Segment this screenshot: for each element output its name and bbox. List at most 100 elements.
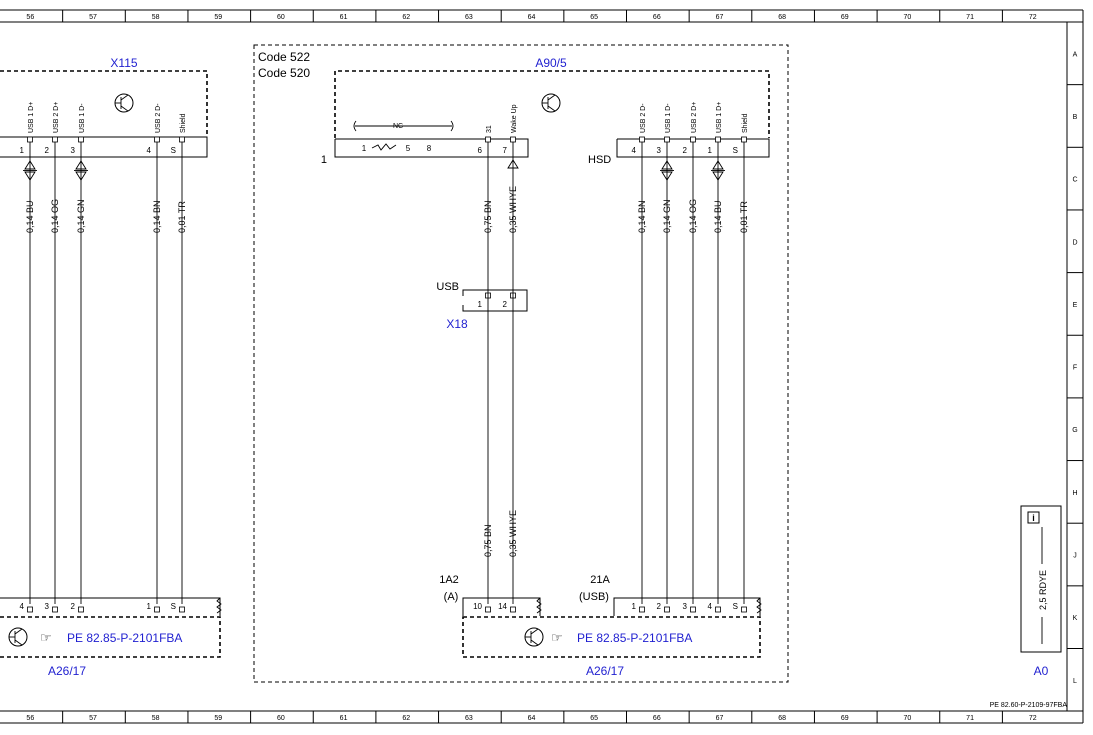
a0-title: A0 xyxy=(1034,664,1049,678)
pin-contact xyxy=(664,606,670,613)
signal-label: USB 1 D+ xyxy=(28,102,35,133)
signal-label: Shield xyxy=(180,113,187,133)
col-number-bottom: 71 xyxy=(966,715,974,722)
row-letter: D xyxy=(1072,239,1077,246)
col-number-top: 67 xyxy=(716,14,724,21)
row-letter: G xyxy=(1072,427,1077,434)
transistor-icon xyxy=(541,93,561,113)
a26r-ref-link[interactable]: PE 82.85-P-2101FBA xyxy=(577,631,692,645)
nc-bracket: NC xyxy=(353,120,454,151)
x115-title: X115 xyxy=(110,56,137,70)
col-number-bottom: 68 xyxy=(778,715,786,722)
row-letter: E xyxy=(1073,302,1078,309)
pin-contact xyxy=(52,136,58,143)
pin-contact xyxy=(639,136,645,143)
a0-component: i 2,5 RDYE A0 xyxy=(1020,505,1062,678)
pin-number: S xyxy=(733,146,738,155)
a26l-ref-link[interactable]: PE 82.85-P-2101FBA xyxy=(67,631,182,645)
pin-contact xyxy=(664,136,670,143)
pin-number: 1 xyxy=(478,300,483,309)
pin-contact xyxy=(690,136,696,143)
col-number-bottom: 67 xyxy=(716,715,724,722)
pin-number: 4 xyxy=(147,146,152,155)
pin-number: S xyxy=(171,146,176,155)
pin-contact xyxy=(179,136,185,143)
pin-contact xyxy=(154,606,160,613)
signal-label: USB 2 D- xyxy=(640,103,647,133)
signal-label: Wake Up xyxy=(511,104,518,133)
info-icon[interactable] xyxy=(1027,511,1040,524)
col-number-bottom: 70 xyxy=(904,715,912,722)
col-number-bottom: 64 xyxy=(528,715,536,722)
pin-number: 10 xyxy=(473,602,482,611)
pin-contact xyxy=(741,606,747,613)
pin-contact xyxy=(510,136,516,143)
nc-pin-8: 8 xyxy=(427,144,432,153)
col-number-bottom: 59 xyxy=(214,715,222,722)
pin-contact xyxy=(510,606,516,613)
transistor-icon xyxy=(114,93,134,113)
conn2-label: 21A xyxy=(590,574,610,586)
pin-number: 1 xyxy=(708,146,713,155)
col-number-bottom: 66 xyxy=(653,715,661,722)
a26r-title: A26/17 xyxy=(586,664,624,678)
hsd-label: HSD xyxy=(588,154,611,166)
pin-contact xyxy=(715,136,721,143)
col-number-top: 58 xyxy=(152,14,160,21)
col-number-top: 64 xyxy=(528,14,536,21)
col-number-bottom: 60 xyxy=(277,715,285,722)
signal-label: USB 2 D- xyxy=(155,103,162,133)
a90-title: A90/5 xyxy=(535,56,567,70)
col-number-top: 71 xyxy=(966,14,974,21)
pin-number: 1 xyxy=(632,602,637,611)
signal-label: USB 1 D- xyxy=(79,103,86,133)
pin-number: 3 xyxy=(45,602,50,611)
pin-contact xyxy=(27,136,33,143)
row-letter: A xyxy=(1073,51,1078,58)
pin-contact xyxy=(485,136,491,143)
col-number-top: 68 xyxy=(778,14,786,21)
doc-reference: PE 82.60-P-2109-97FBA xyxy=(990,702,1068,709)
pin-number: 2 xyxy=(71,602,76,611)
row-letter: F xyxy=(1073,365,1077,372)
row-letter: K xyxy=(1073,615,1078,622)
x115-connector: X115 USB 1 D+ USB 2 D+ USB 1 D- USB 2 D- Shi… xyxy=(0,56,208,233)
code-line-1: Code 522 xyxy=(258,50,310,64)
col-number-top: 63 xyxy=(465,14,473,21)
pin-number: 4 xyxy=(708,602,713,611)
col-number-bottom: 72 xyxy=(1029,715,1037,722)
pin-number: 1 xyxy=(147,602,152,611)
pin-contact xyxy=(78,606,84,613)
pin-number: S xyxy=(733,602,738,611)
col-number-top: 61 xyxy=(340,14,348,21)
transistor-icon xyxy=(524,627,544,647)
col-number-bottom: 63 xyxy=(465,715,473,722)
a26l-title: A26/17 xyxy=(48,664,86,678)
col-number-top: 57 xyxy=(89,14,97,21)
row-letter: B xyxy=(1073,114,1078,121)
signal-label: USB 2 D+ xyxy=(53,102,60,133)
pin-number: 4 xyxy=(632,146,637,155)
col-number-top: 66 xyxy=(653,14,661,21)
pin-number: 6 xyxy=(478,146,483,155)
nc-label: NC xyxy=(393,123,403,130)
pin-number: 2 xyxy=(45,146,50,155)
pin-contact xyxy=(78,136,84,143)
code-line-2: Code 520 xyxy=(258,66,310,80)
nc-pin-1: 1 xyxy=(362,144,367,153)
conn1-sub: (A) xyxy=(444,591,459,603)
col-number-top: 70 xyxy=(904,14,912,21)
pin-number: 2 xyxy=(503,300,508,309)
a0-wire-label: 2,5 RDYE xyxy=(1038,570,1048,610)
pin-number: 3 xyxy=(71,146,76,155)
pin-number: 14 xyxy=(498,602,507,611)
conn2-sub: (USB) xyxy=(579,591,609,603)
signal-label: USB 2 D+ xyxy=(691,102,698,133)
pin-contact xyxy=(639,606,645,613)
col-number-top: 59 xyxy=(214,14,222,21)
col-number-top: 65 xyxy=(590,14,598,21)
